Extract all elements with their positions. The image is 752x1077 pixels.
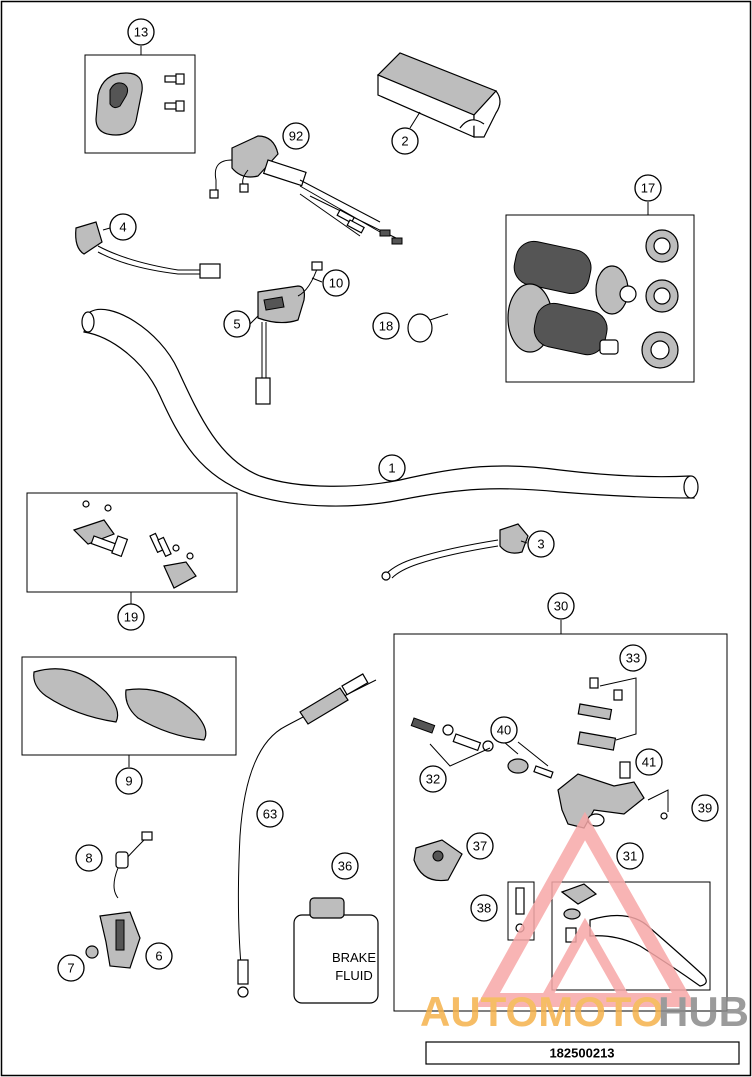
callout-92: 92 [282,122,310,150]
callout-10: 10 [322,269,350,297]
callout-41: 41 [635,748,663,776]
callout-40: 40 [490,716,518,744]
callout-63-label: 63 [263,807,277,822]
callout-1: 1 [378,454,406,482]
part-9-hand-guards [21,656,237,756]
part-10-wire [297,261,323,297]
callout-10-label: 10 [329,276,343,291]
callout-40-label: 40 [497,723,511,738]
part-33-reservoir-cover [577,677,637,751]
part-5-combination-switch [255,285,305,405]
callout-92-label: 92 [289,129,303,144]
callout-5-label: 5 [233,317,240,332]
part-6-switch-bracket [99,911,141,969]
callout-3-label: 3 [537,537,544,552]
callout-19-label: 19 [124,610,138,625]
watermark-text-part2: HUB [658,988,749,1035]
part-13-frame [84,54,196,154]
part-2-bar-pad [376,52,501,138]
callout-6: 6 [145,942,173,970]
callout-36-label: 36 [338,859,352,874]
callout-33: 33 [619,644,647,672]
callout-7-label: 7 [67,961,74,976]
callout-38-label: 38 [477,901,491,916]
callout-2: 2 [391,127,419,155]
part-13-throttle-housing [84,54,196,154]
callout-2-label: 2 [401,134,408,149]
watermark-text-part1: AUTOMOTO [420,988,663,1035]
callout-6-label: 6 [155,949,162,964]
callout-33-label: 33 [626,651,640,666]
part-19-cable-guides [26,492,238,593]
callout-32-label: 32 [426,772,440,787]
drawing-code: 182500213 [549,1046,614,1061]
callout-38: 38 [470,894,498,922]
callout-18-label: 18 [379,319,393,334]
callout-17: 17 [634,174,662,202]
callout-17-label: 17 [641,181,655,196]
part-18-cable-tie [407,313,449,343]
brake-fluid-label-line2: FLUID [335,968,373,983]
callout-9: 9 [115,767,143,795]
brake-fluid-label-line1: BRAKE [332,950,376,965]
callout-30: 30 [547,592,575,620]
part-7-screw [85,945,99,959]
callout-3: 3 [527,530,555,558]
callout-4-label: 4 [119,220,126,235]
part-3-kill-switch [381,523,529,581]
part-30-master-cylinder [557,761,645,829]
part-36-brake-fluid: BRAKE FLUID [293,897,379,1004]
callout-41-label: 41 [642,755,656,770]
callout-63: 63 [256,800,284,828]
drawing-code-box: 182500213 [425,1041,740,1065]
part-37-cover [413,839,463,882]
part-8-wire [113,831,153,899]
part-1-handlebar [81,308,699,507]
callout-9-label: 9 [125,774,132,789]
callout-36: 36 [331,852,359,880]
part-4-switch [75,221,221,279]
callout-18: 18 [372,312,400,340]
part-17-frame [505,214,695,383]
part-40-seal [503,741,554,779]
part-39-bolts [647,789,669,820]
callout-5: 5 [223,310,251,338]
callout-39: 39 [691,794,719,822]
callout-13: 13 [127,18,155,46]
part-32-piston [410,717,494,767]
callout-31: 31 [616,842,644,870]
callout-37-label: 37 [473,839,487,854]
part-17-grips [505,214,695,383]
callout-31-label: 31 [623,849,637,864]
callout-13-label: 13 [134,25,148,40]
callout-32: 32 [419,765,447,793]
callout-30-label: 30 [554,599,568,614]
callout-4: 4 [109,213,137,241]
watermark-logo: AUTOMOTO HUB [420,811,749,1035]
callout-8-label: 8 [85,851,92,866]
callout-19: 19 [117,603,145,631]
part-92-throttle-assembly [209,135,403,245]
callout-39-label: 39 [698,801,712,816]
part-63-brake-line [237,673,377,998]
callout-1-label: 1 [388,461,395,476]
part-30-frame [393,633,728,1012]
callout-8: 8 [75,844,103,872]
callout-37: 37 [466,832,494,860]
callout-7: 7 [57,954,85,982]
part-19-frame [26,492,238,593]
